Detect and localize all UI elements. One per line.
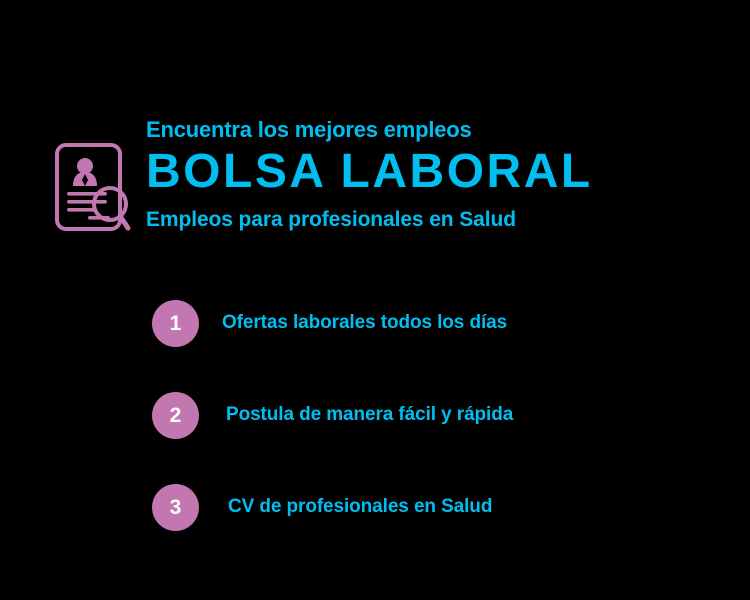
headline-group: Encuentra los mejores empleos BOLSA LABO… bbox=[146, 118, 706, 231]
feature-label-3: CV de profesionales en Salud bbox=[228, 496, 493, 517]
eyebrow-text: Encuentra los mejores empleos bbox=[146, 117, 472, 142]
step-badge-1: 1 bbox=[152, 299, 199, 347]
step-badge-2: 2 bbox=[152, 391, 199, 439]
resume-search-glyph bbox=[55, 143, 131, 231]
list-item: 1 Ofertas laborales todos los días bbox=[152, 298, 712, 348]
resume-search-icon bbox=[54, 142, 138, 236]
subtitle-text: Empleos para profesionales en Salud bbox=[146, 207, 516, 231]
step-badge-3: 3 bbox=[152, 483, 199, 531]
feature-list: 1 Ofertas laborales todos los días 2 Pos… bbox=[152, 298, 712, 532]
feature-label-1: Ofertas laborales todos los días bbox=[222, 312, 508, 333]
feature-label-2: Postula de manera fácil y rápida bbox=[226, 404, 514, 425]
page-title: BOLSA LABORAL bbox=[146, 145, 593, 199]
list-item: 3 CV de profesionales en Salud bbox=[152, 482, 712, 532]
list-item: 2 Postula de manera fácil y rápida bbox=[152, 390, 712, 440]
